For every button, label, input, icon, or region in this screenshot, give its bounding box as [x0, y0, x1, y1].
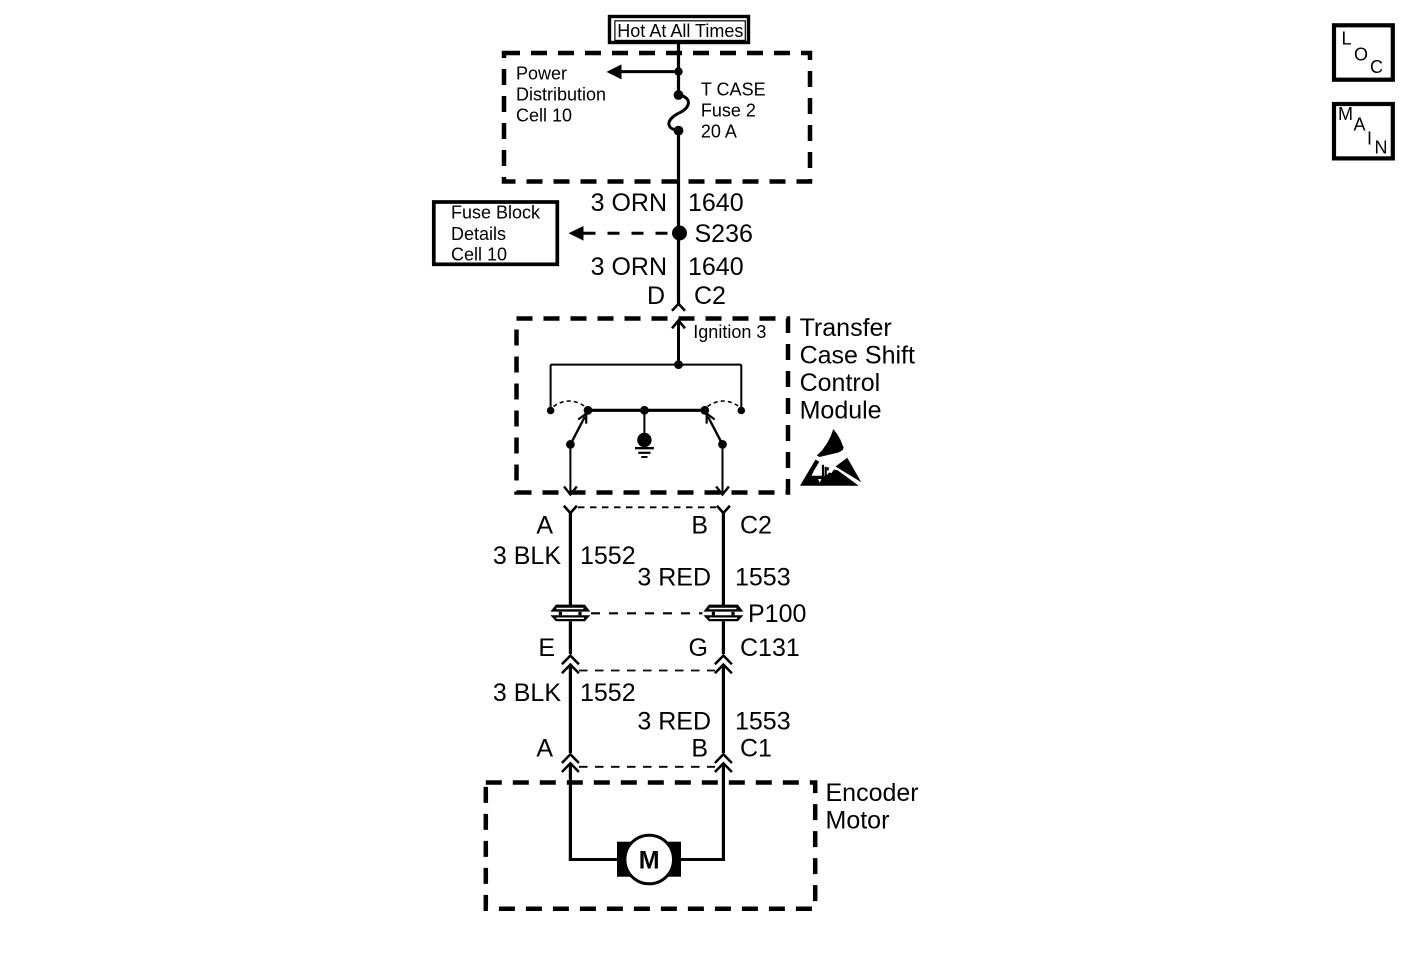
svg-text:C: C: [1370, 57, 1383, 77]
svg-text:Case Shift: Case Shift: [800, 342, 915, 370]
svg-text:3 BLK: 3 BLK: [493, 542, 561, 570]
svg-text:A: A: [536, 512, 553, 540]
svg-text:Hot At All Times: Hot At All Times: [617, 21, 743, 41]
svg-text:Cell 10: Cell 10: [451, 244, 507, 264]
svg-text:3 RED: 3 RED: [637, 563, 711, 591]
svg-text:3 ORN: 3 ORN: [591, 189, 667, 217]
svg-text:B: B: [691, 512, 708, 540]
svg-text:Fuse Block: Fuse Block: [451, 203, 541, 223]
svg-text:1640: 1640: [688, 253, 744, 281]
svg-text:C1: C1: [740, 734, 772, 762]
svg-text:E: E: [538, 634, 555, 662]
svg-text:Distribution: Distribution: [516, 85, 606, 105]
svg-text:C131: C131: [740, 634, 800, 662]
svg-text:G: G: [689, 634, 708, 662]
svg-text:M: M: [1338, 104, 1353, 124]
svg-text:Motor: Motor: [826, 806, 890, 834]
svg-text:Encoder: Encoder: [826, 779, 919, 807]
svg-text:1552: 1552: [580, 542, 636, 570]
svg-text:D: D: [647, 282, 665, 310]
svg-text:3 ORN: 3 ORN: [591, 253, 667, 281]
svg-text:Module: Module: [800, 396, 882, 424]
svg-text:I: I: [1367, 129, 1372, 149]
svg-text:20 A: 20 A: [701, 121, 737, 141]
svg-text:Cell 10: Cell 10: [516, 106, 572, 126]
svg-text:Ignition 3: Ignition 3: [693, 322, 766, 342]
svg-text:1553: 1553: [735, 563, 791, 591]
svg-text:Details: Details: [451, 224, 506, 244]
svg-text:L: L: [1342, 29, 1352, 49]
svg-text:3 BLK: 3 BLK: [493, 679, 561, 707]
svg-text:1553: 1553: [735, 707, 791, 735]
svg-text:Transfer: Transfer: [800, 314, 892, 342]
svg-text:1640: 1640: [688, 189, 744, 217]
svg-text:T CASE: T CASE: [701, 80, 766, 100]
svg-text:S236: S236: [695, 220, 753, 248]
svg-text:M: M: [639, 846, 660, 874]
svg-text:N: N: [1375, 138, 1388, 158]
svg-text:O: O: [1354, 45, 1368, 65]
svg-text:1552: 1552: [580, 679, 636, 707]
svg-text:C2: C2: [694, 282, 726, 310]
svg-text:B: B: [691, 734, 708, 762]
svg-text:A: A: [536, 734, 553, 762]
svg-text:Fuse 2: Fuse 2: [701, 100, 756, 120]
svg-text:3 RED: 3 RED: [637, 707, 711, 735]
svg-text:C2: C2: [740, 512, 772, 540]
svg-text:A: A: [1354, 114, 1366, 134]
svg-text:Power: Power: [516, 63, 567, 83]
svg-text:Control: Control: [800, 369, 881, 397]
svg-text:P100: P100: [748, 600, 806, 628]
